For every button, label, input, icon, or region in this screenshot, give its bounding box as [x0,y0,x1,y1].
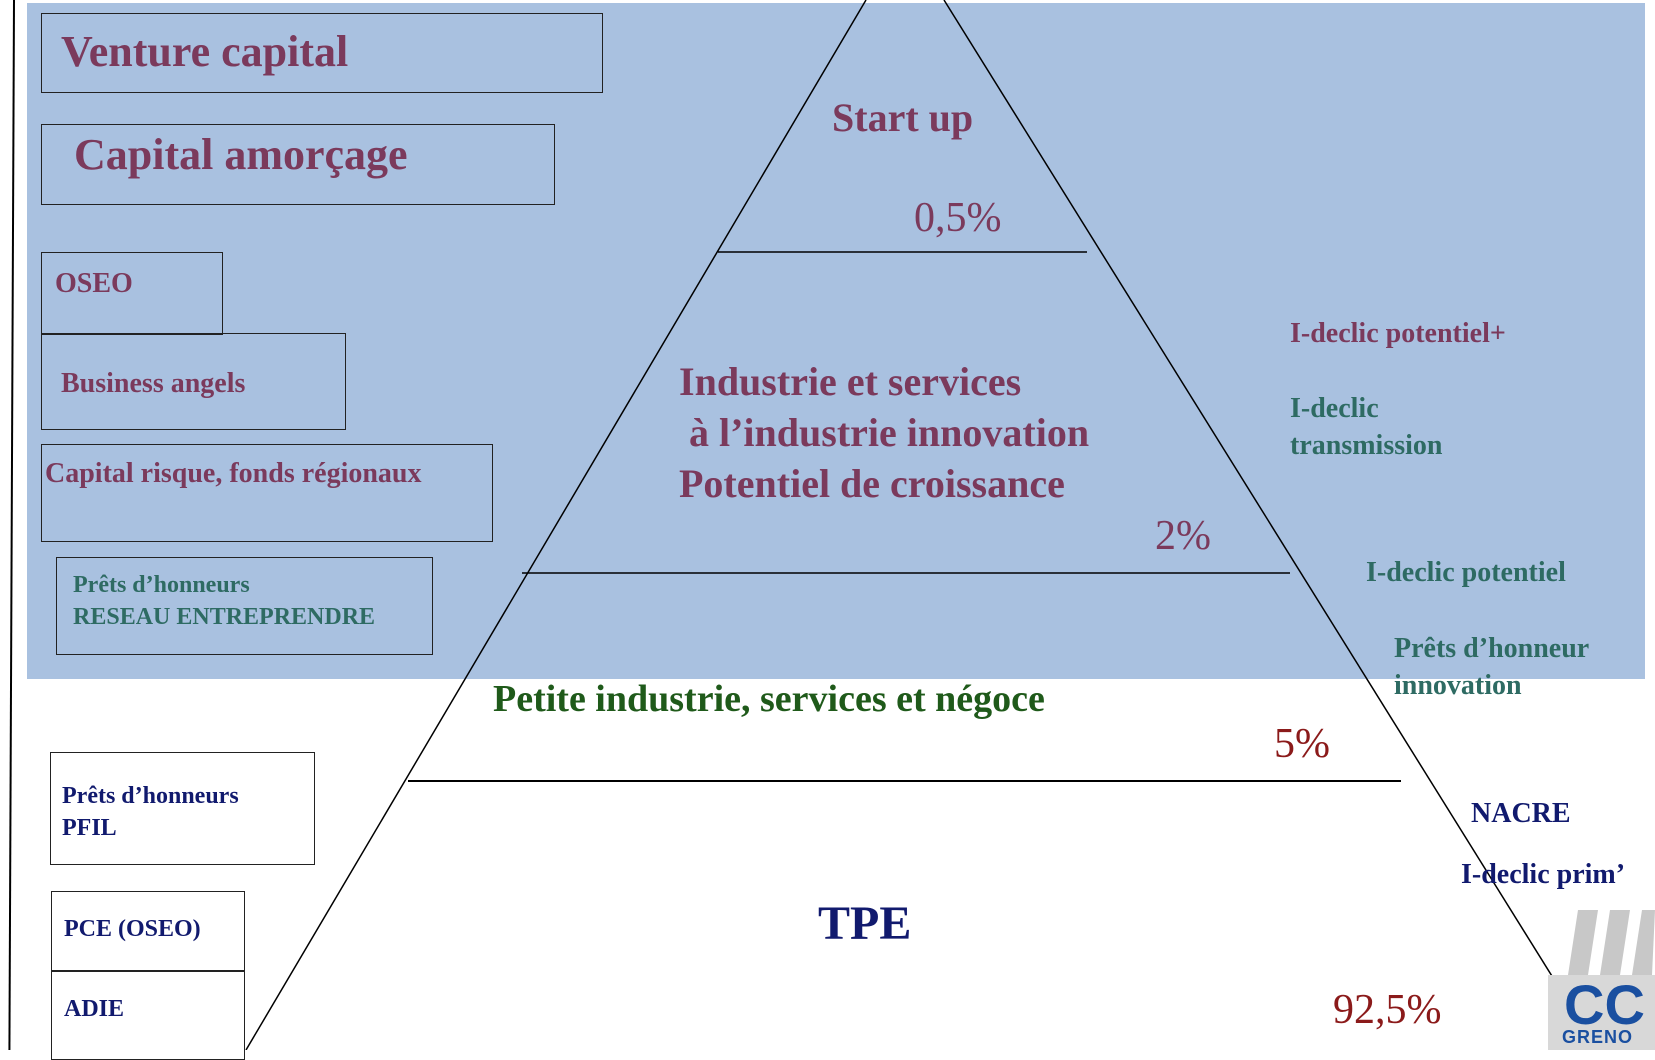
tier2-line3: Potentiel de croissance [679,461,1065,506]
tier3-label: Petite industrie, services et négoce [493,678,1045,720]
business-angels-box: Business angels [41,333,346,430]
capital-risque-box: Capital risque, fonds régionaux [41,444,493,542]
capital-amorcage-label: Capital amorçage [74,130,408,179]
cci-logo: CC GRENO [1548,905,1655,1050]
adie-box: ADIE [51,970,245,1060]
startup-percent: 0,5% [914,195,1002,241]
prets-honneur-innovation-line1: Prêts d’honneur [1394,633,1590,664]
tier2-percent: 2% [1155,513,1211,559]
oseo-box: OSEO [41,252,223,335]
cci-logo-text: CC [1564,973,1645,1036]
prets-pfil-line2: PFIL [62,815,117,841]
pyramid-left-edge [245,0,867,1050]
pce-label: PCE (OSEO) [64,916,201,942]
blue-background [27,3,1645,679]
tier2-line2: à l’industrie innovation [689,410,1090,455]
venture-capital-label: Venture capital [61,27,349,76]
tier2-line1: Industrie et services [679,359,1022,404]
oseo-label: OSEO [55,268,133,299]
venture-capital-box: Venture capital [41,13,603,93]
prets-reseau-line1: Prêts d’honneurs [73,572,250,598]
prets-pfil-line1: Prêts d’honneurs [62,783,239,809]
tpe-label: TPE [818,897,912,950]
tpe-percent: 92,5% [1333,987,1442,1033]
capital-risque-label: Capital risque, fonds régionaux [45,458,422,489]
startup-label: Start up [832,95,974,140]
idelic-transmission-line2: transmission [1290,430,1443,461]
prets-honneur-innovation-line2: innovation [1394,670,1522,701]
pce-box: PCE (OSEO) [51,891,245,972]
prets-pfil-box: Prêts d’honneurs PFIL [50,752,315,865]
idelic-potentiel: I-declic potentiel [1366,557,1566,588]
pyramid-right-edge [943,0,1599,1050]
idelic-potentiel-plus: I-declic potentiel+ [1290,318,1506,349]
cci-logo-city: GRENO [1562,1027,1634,1047]
tier3-percent: 5% [1274,721,1330,767]
prets-reseau-line2: RESEAU ENTREPRENDRE [73,604,376,630]
nacre-label: NACRE [1471,798,1571,829]
idelic-transmission-line1: I-declic [1290,393,1379,424]
prets-reseau-box: Prêts d’honneurs RESEAU ENTREPRENDRE [56,557,433,655]
capital-amorcage-box: Capital amorçage [41,124,555,205]
business-angels-label: Business angels [61,368,246,399]
adie-label: ADIE [64,996,125,1022]
cci-logo-graphic [1548,910,1655,1050]
idelic-prim-label: I-declic prim’ [1461,859,1626,890]
